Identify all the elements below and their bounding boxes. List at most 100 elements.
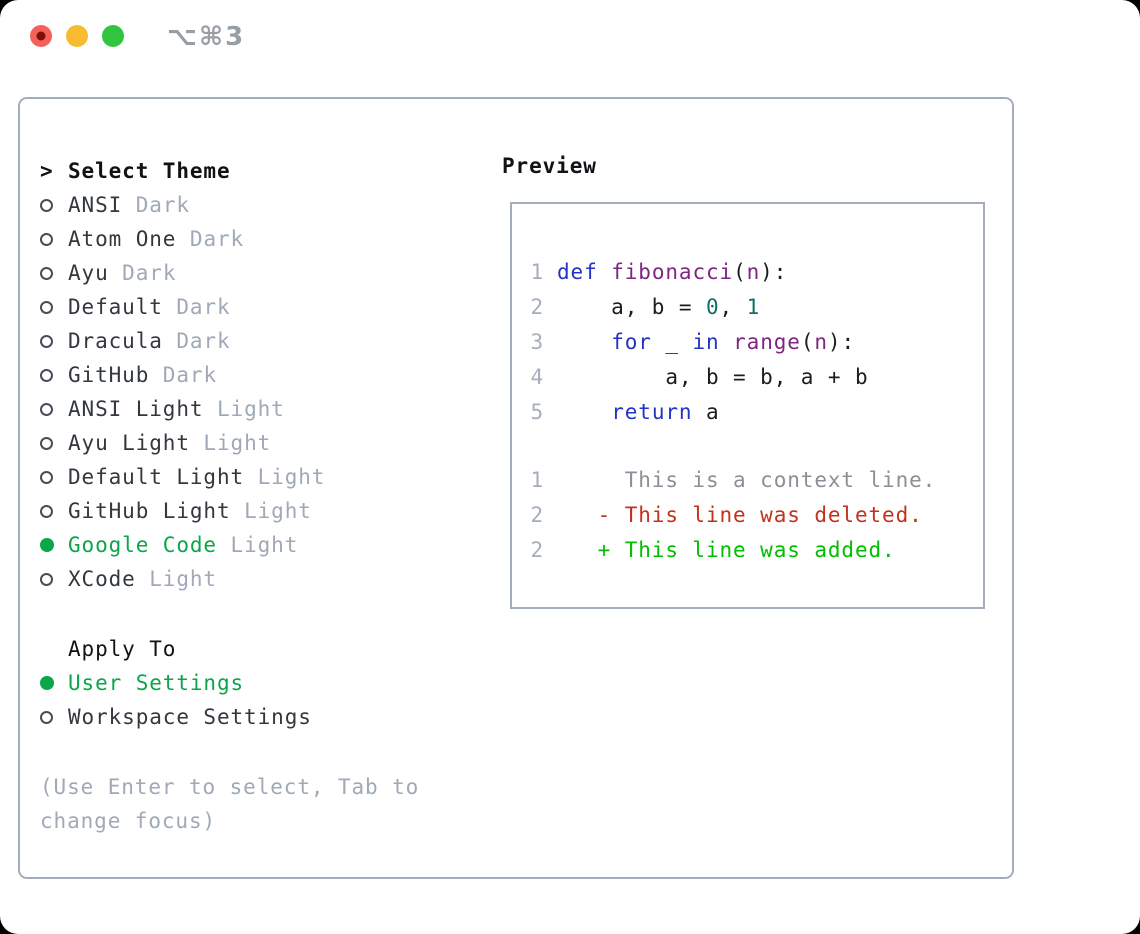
code-token-function: fibonacci [611, 259, 734, 284]
diff-line-deleted: 2 - This line was deleted. [530, 497, 973, 532]
apply-target-option[interactable]: User Settings [40, 666, 490, 700]
minimize-button[interactable] [66, 25, 88, 47]
theme-option-variant: Dark [122, 193, 190, 217]
theme-option-label: Default Light [68, 465, 245, 489]
radio-icon [40, 334, 53, 348]
radio-icon [40, 572, 53, 586]
titlebar: ⌥⌘3 [0, 0, 1140, 70]
theme-option-label: ANSI [68, 193, 123, 217]
code-token-plain: a [692, 399, 720, 424]
code-token-literal: 1 [746, 294, 761, 319]
theme-option-label: Atom One [68, 227, 177, 251]
theme-option-label: Google Code [68, 533, 217, 557]
window-title: ⌥⌘3 [167, 22, 246, 52]
preview-spacer [530, 429, 973, 462]
radio-icon [40, 402, 53, 416]
code-token-plain [720, 330, 734, 354]
theme-option-label: Ayu [68, 261, 109, 285]
diff-text: - This line was deleted. [557, 502, 923, 527]
radio-icon [40, 232, 53, 246]
code-token-plain: , [719, 294, 747, 319]
theme-option-variant: Light [203, 397, 285, 421]
theme-option-variant: Dark [149, 363, 217, 387]
theme-option[interactable]: ANSI Dark [40, 188, 490, 222]
diff-line-context: 1 This is a context line. [530, 462, 973, 497]
line-number: 2 [530, 502, 544, 527]
theme-option[interactable]: Default Dark [40, 290, 490, 324]
code-token-function: range [733, 329, 801, 354]
radio-icon [40, 368, 53, 382]
close-button[interactable] [30, 25, 52, 47]
code-line: 3 for _ in range(n): [530, 324, 973, 359]
theme-option-variant: Light [189, 431, 272, 455]
diff-line-added: 2 + This line was added. [530, 532, 973, 567]
theme-option-variant: Light [135, 567, 217, 591]
code-token-plain: ): [760, 259, 788, 284]
theme-option-label: GitHub Light [68, 499, 231, 523]
code-line: 2 a, b = 0, 1 [530, 289, 973, 324]
code-token-function: n [814, 329, 828, 354]
theme-option-label: Default [68, 295, 163, 319]
radio-icon [40, 198, 53, 212]
apply-target-option[interactable]: Workspace Settings [40, 700, 490, 734]
line-number: 2 [530, 537, 544, 562]
theme-option-variant: Dark [108, 261, 177, 285]
theme-option-variant: Dark [162, 295, 231, 319]
theme-option-label: ANSI Light [68, 397, 204, 421]
code-token-plain: a, b = b, a + b [557, 364, 869, 389]
preview-title: Preview [502, 154, 597, 178]
theme-option[interactable]: Default Light Light [40, 460, 490, 494]
radio-icon [40, 470, 53, 484]
code-token-keyword: def [557, 259, 612, 284]
theme-option-variant: Light [230, 499, 312, 523]
theme-option-variant: Light [216, 533, 299, 557]
theme-option-variant: Dark [176, 227, 245, 251]
theme-option[interactable]: Ayu Light Light [40, 426, 490, 460]
line-number: 2 [530, 294, 544, 319]
selected-radio-icon [40, 676, 54, 690]
zoom-button[interactable] [102, 25, 124, 47]
theme-option-label: XCode [68, 567, 136, 591]
theme-list-title: Select Theme [68, 159, 231, 183]
diff-preview: 1 This is a context line.2 - This line w… [530, 462, 973, 567]
theme-option[interactable]: Google Code Light [40, 528, 490, 562]
theme-option[interactable]: GitHub Dark [40, 358, 490, 392]
code-line: 4 a, b = b, a + b [530, 359, 973, 394]
theme-option-label: Dracula [68, 329, 163, 353]
code-token-plain [557, 330, 611, 354]
theme-option-variant: Light [244, 465, 326, 489]
code-token-function: n [746, 259, 761, 284]
theme-option[interactable]: Ayu Dark [40, 256, 490, 290]
radio-icon [40, 266, 53, 280]
code-token-plain: ( [800, 329, 815, 354]
apply-target-option-label: Workspace Settings [68, 705, 312, 729]
help-text: (Use Enter to select, Tab to change focu… [40, 775, 420, 833]
theme-option[interactable]: GitHub Light Light [40, 494, 490, 528]
code-token-plain [557, 400, 611, 424]
line-number: 1 [530, 259, 544, 284]
theme-option-label: GitHub [68, 363, 150, 387]
radio-icon [40, 710, 53, 724]
radio-icon [40, 300, 53, 314]
theme-option[interactable]: Atom One Dark [40, 222, 490, 256]
unsaved-indicator-dot [36, 31, 46, 41]
theme-option[interactable]: ANSI Light Light [40, 392, 490, 426]
code-token-plain: _ [651, 329, 693, 354]
code-token-literal: 0 [705, 294, 720, 319]
selected-radio-icon [40, 538, 54, 552]
theme-option[interactable]: Dracula Dark [40, 324, 490, 358]
apply-target-option-label: User Settings [68, 671, 245, 695]
apply-to-header-row: Apply To [40, 632, 490, 666]
code-token-plain: a, b = [557, 294, 706, 319]
theme-option[interactable]: XCode Light [40, 562, 490, 596]
diff-text: This is a context line. [557, 467, 937, 492]
code-token-keyword: for [611, 329, 652, 354]
cursor-arrow-icon: > [40, 159, 54, 183]
radio-icon [40, 436, 53, 450]
